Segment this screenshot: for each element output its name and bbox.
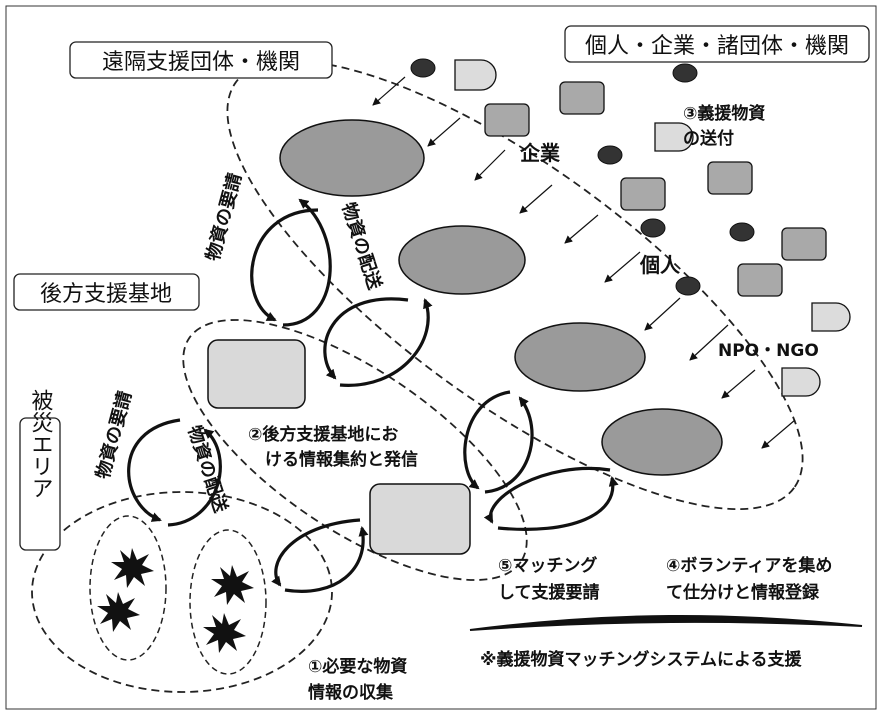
step1-caption-line2: 情報の収集 bbox=[308, 682, 394, 703]
company-box bbox=[707, 161, 753, 195]
request-arrow-upper bbox=[250, 208, 319, 322]
disaster-burst-icon bbox=[203, 613, 246, 653]
step1-caption-line1: ①必要な物資 bbox=[308, 656, 407, 677]
remote-org-4 bbox=[601, 408, 723, 476]
step5-caption-line2: して支援要請 bbox=[498, 582, 600, 603]
footer-brace bbox=[469, 614, 863, 631]
donation-arrows bbox=[372, 76, 796, 449]
remote-org-1 bbox=[279, 119, 425, 197]
disaster-site-1 bbox=[89, 515, 167, 661]
exchange-arrow bbox=[497, 476, 619, 531]
exchange-arrow bbox=[483, 466, 611, 524]
delivery-label-lower: 物資の配送 bbox=[183, 423, 232, 516]
individual-dot bbox=[597, 145, 623, 165]
disaster-burst-icon bbox=[211, 565, 254, 605]
rear-base-1 bbox=[207, 339, 306, 409]
rear-base-title: 後方支援基地 bbox=[40, 282, 172, 307]
step3-caption-line1: ③義援物資 bbox=[683, 103, 765, 124]
individual-label: 個人 bbox=[639, 253, 681, 277]
remote-support-region bbox=[226, 59, 804, 511]
disaster-area-title-box: 被災エリア bbox=[19, 389, 61, 551]
exchange-arrow bbox=[339, 298, 433, 387]
figure-frame bbox=[5, 5, 877, 710]
step5-caption-line1: ⑤マッチング bbox=[498, 555, 597, 576]
exchange-arrow bbox=[323, 297, 409, 380]
delivery-label-upper: 物資の配送 bbox=[337, 200, 386, 293]
individual-dot bbox=[675, 276, 701, 296]
footer-note: ※義援物資マッチングシステムによる支援 bbox=[480, 649, 803, 670]
donation-arrow bbox=[721, 369, 756, 399]
remote-title: 遠隔支援団体・機関 bbox=[102, 50, 300, 75]
npo-shape bbox=[811, 302, 851, 332]
donors-title: 個人・企業・諸団体・機関 bbox=[585, 34, 849, 59]
exchange-arrows bbox=[127, 198, 619, 593]
donation-arrow bbox=[427, 117, 461, 147]
company-box bbox=[484, 103, 530, 137]
donation-arrow bbox=[519, 184, 553, 214]
rear-base-2 bbox=[369, 483, 471, 555]
npo-shape bbox=[654, 122, 694, 152]
disaster-spots bbox=[97, 548, 254, 653]
remote-org-2 bbox=[398, 225, 526, 295]
disaster-area-region bbox=[31, 491, 333, 693]
remote-org-3 bbox=[514, 322, 646, 392]
individual-dot bbox=[672, 63, 698, 83]
step2-caption-line2: ける情報集約と発信 bbox=[265, 449, 418, 470]
disaster-burst-icon bbox=[97, 592, 140, 632]
request-arrow-lower bbox=[127, 418, 181, 522]
individual-donors bbox=[410, 58, 755, 296]
donation-arrow bbox=[761, 419, 796, 449]
remote-title-box: 遠隔支援団体・機関 bbox=[69, 41, 333, 79]
donation-arrow bbox=[372, 76, 406, 106]
step4-caption-line1: ④ボランティアを集め bbox=[666, 555, 832, 576]
donation-arrow bbox=[689, 324, 729, 361]
exchange-arrow bbox=[484, 396, 534, 494]
step2-caption-line1: ②後方支援基地にお bbox=[248, 424, 398, 445]
disaster-burst-icon bbox=[111, 548, 154, 588]
request-label-upper: 物資の要請 bbox=[202, 171, 247, 264]
delivery-arrow-upper bbox=[282, 198, 332, 327]
company-box bbox=[620, 177, 666, 211]
donation-arrow bbox=[644, 297, 681, 331]
npo-donors bbox=[454, 59, 851, 397]
step3-caption-line2: の送付 bbox=[683, 128, 734, 149]
npo-shape bbox=[454, 59, 497, 91]
company-box bbox=[781, 227, 827, 261]
rear-base-title-box: 後方支援基地 bbox=[13, 273, 200, 311]
individual-dot bbox=[410, 58, 436, 78]
company-box bbox=[559, 81, 605, 115]
npo-shape bbox=[781, 367, 821, 397]
company-box bbox=[737, 263, 783, 297]
donation-arrow bbox=[474, 149, 506, 181]
individual-dot bbox=[729, 222, 755, 242]
disaster-area-title: 被災エリア bbox=[28, 389, 54, 499]
donors-title-box: 個人・企業・諸団体・機関 bbox=[564, 25, 870, 63]
npo-label: NPO・NGO bbox=[718, 341, 819, 361]
donation-arrow bbox=[564, 214, 599, 244]
remote-organizations bbox=[279, 119, 723, 476]
delivery-arrow-lower bbox=[167, 428, 222, 527]
company-label: 企業 bbox=[519, 141, 561, 165]
donation-arrow bbox=[604, 251, 641, 283]
step4-caption-line2: て仕分けと情報登録 bbox=[666, 582, 820, 603]
exchange-arrow bbox=[463, 390, 511, 490]
exchange-arrow bbox=[271, 518, 361, 587]
company-donors bbox=[484, 81, 827, 297]
individual-dot bbox=[640, 218, 666, 238]
rear-base-region bbox=[182, 319, 528, 581]
exchange-arrow bbox=[284, 526, 369, 593]
disaster-site-2 bbox=[189, 529, 267, 675]
